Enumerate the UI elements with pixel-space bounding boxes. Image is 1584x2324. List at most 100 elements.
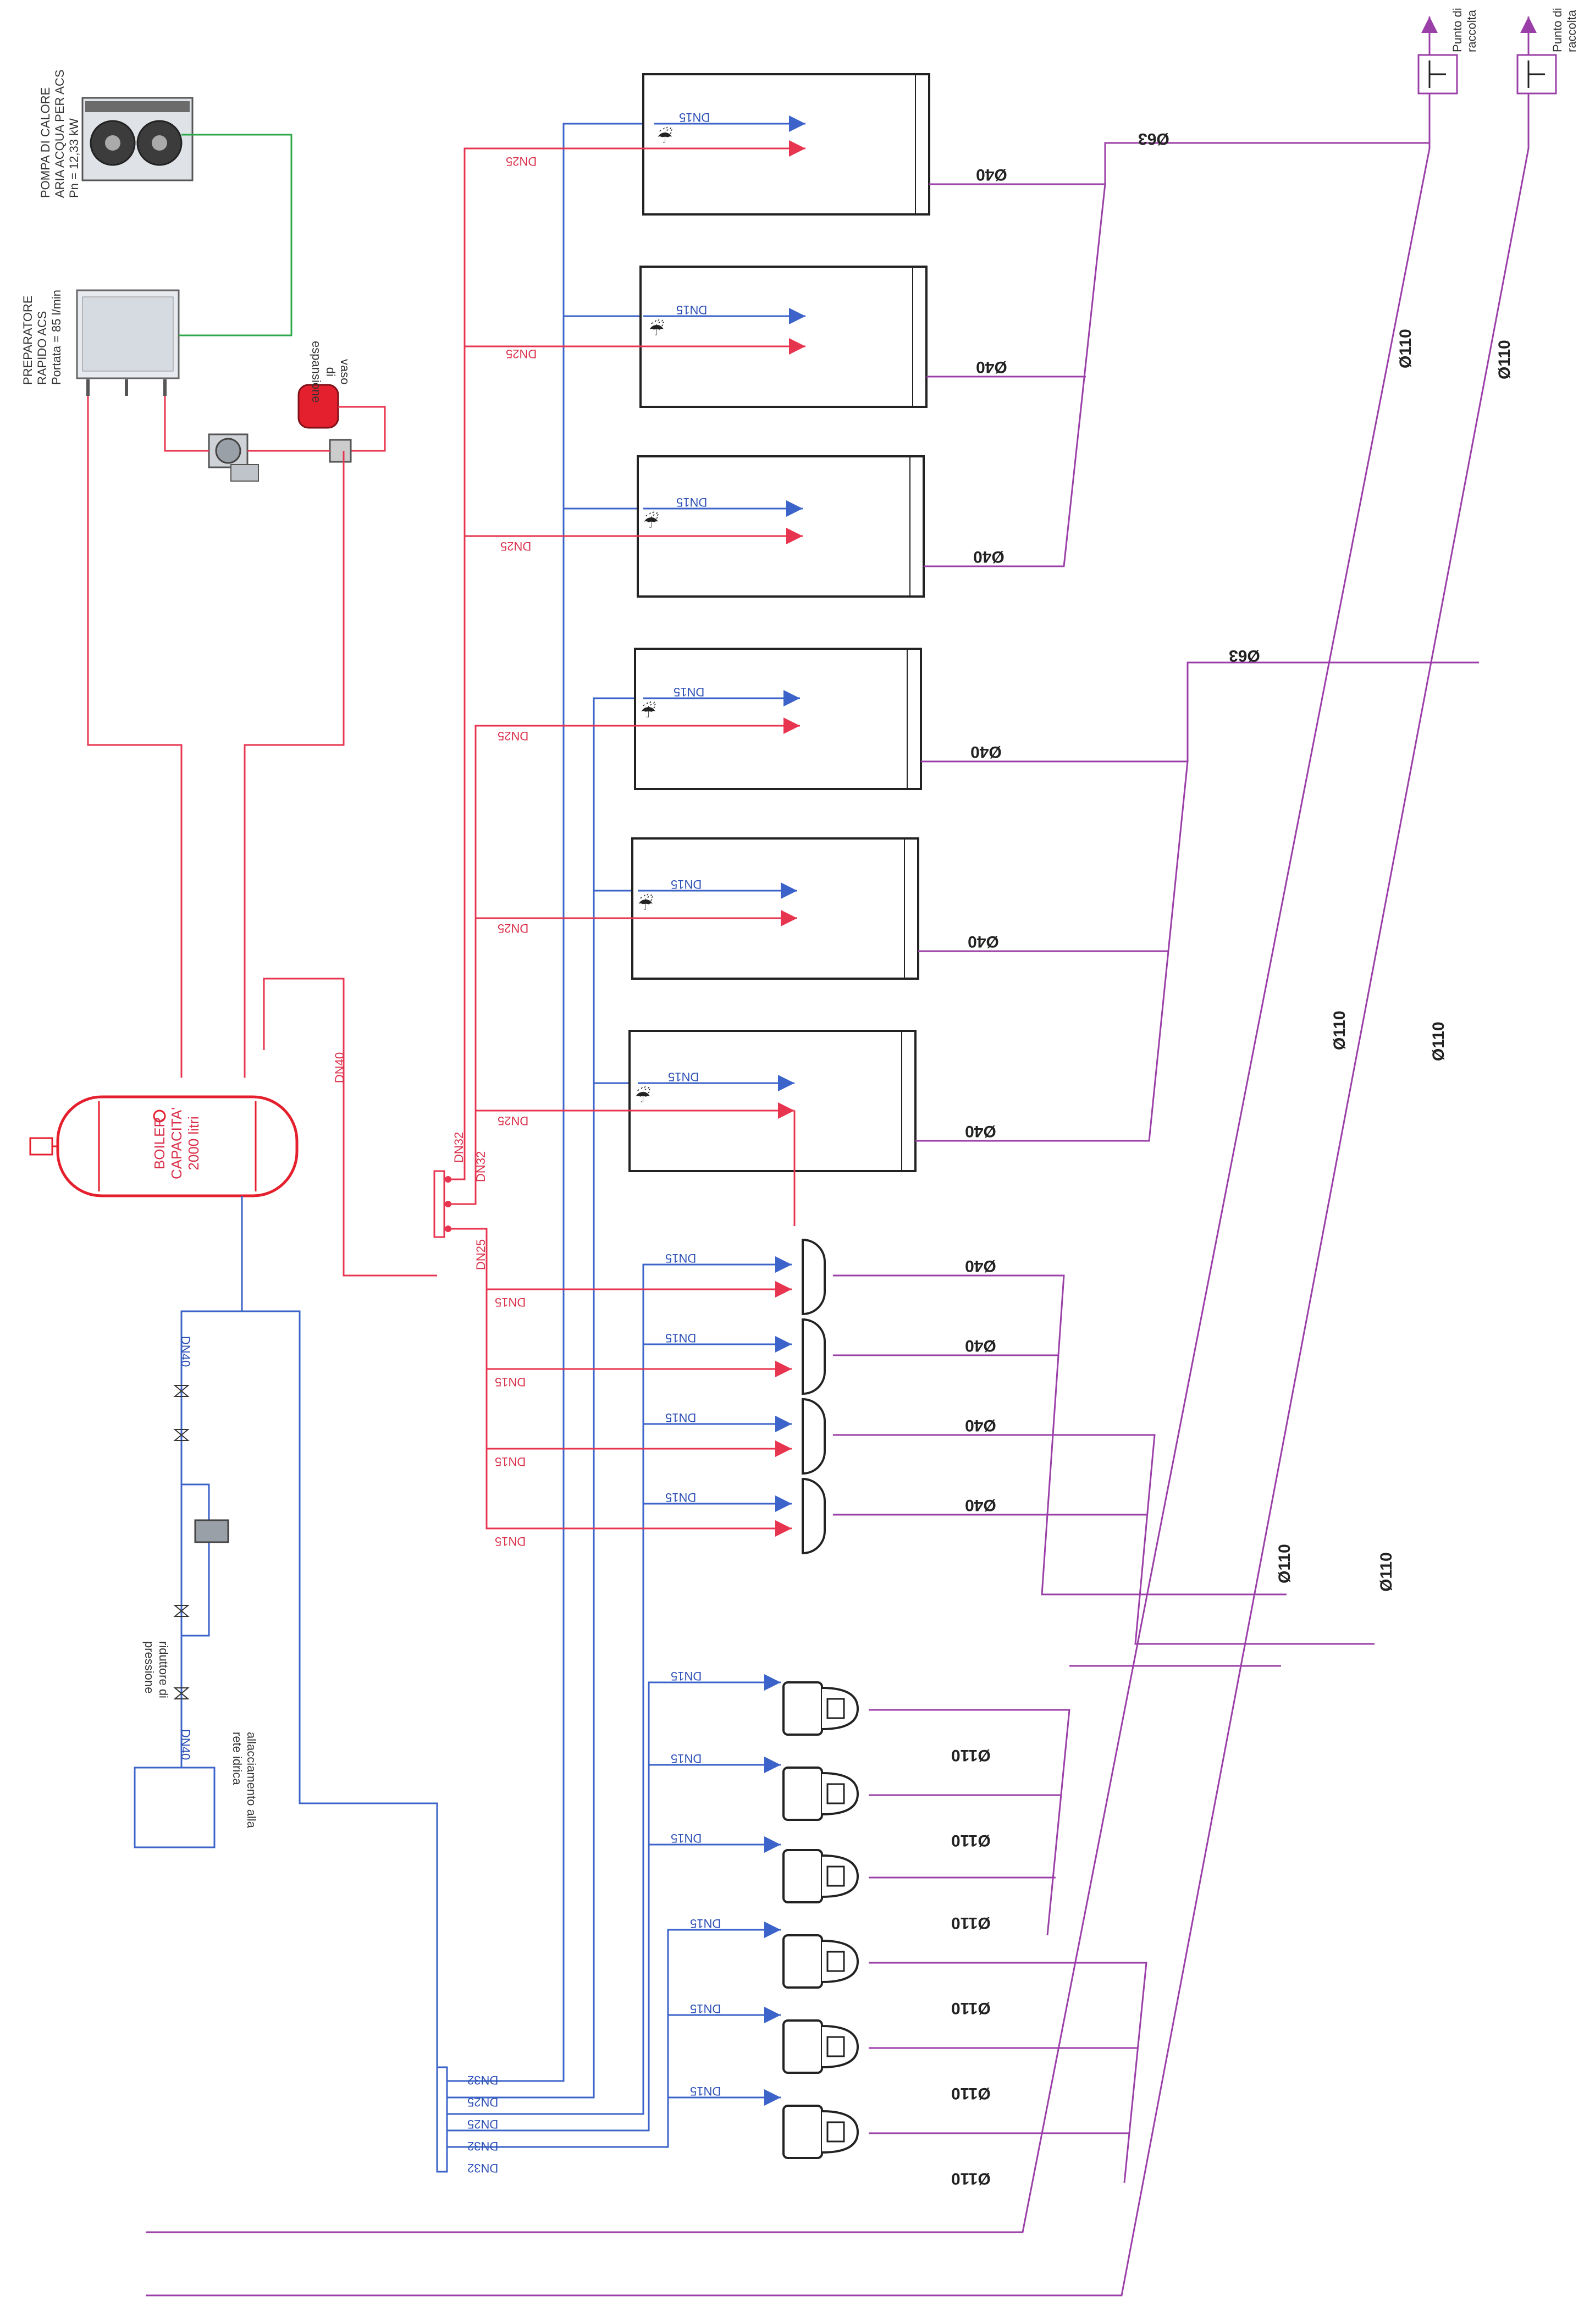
boiler-label: BOILER CAPACITA' 2000 litri [151,1107,202,1179]
pipe-label-dn15: DN15 [665,1411,697,1425]
wc-toilet [728,2007,859,2074]
pipe-label-dn15: DN15 [690,1917,721,1930]
pipe-label-dn25: DN25 [467,2095,499,2109]
water-mains-box [134,1767,216,1848]
drain-label-d110: Ø110 [951,2170,991,2188]
pipe-label-dn32: DN32 [452,1131,466,1163]
washbasin [495,1398,826,1475]
water-heater-preparer [76,289,180,396]
drain-label-d40: Ø40 [970,743,1002,761]
wc-toilet [728,2089,859,2159]
drain-label-d40: Ø40 [968,932,999,951]
heat-pump-unit [81,97,194,181]
pipe-label-dn25: DN25 [498,921,529,935]
pipe-label-dn15: DN15 [676,495,708,509]
pipe-label-dn15: DN15 [495,1534,526,1548]
valve-group-icon [329,439,352,463]
drain-label-d63: Ø63 [1138,130,1169,148]
pressure-reducer-label-line1: riduttore di [157,1641,170,1698]
collection-point-label-1: Punto di raccolta [1450,8,1479,52]
drain-label-d110: Ø110 [1495,340,1514,379]
shower-module: ☔ [481,73,930,216]
wc-toilet [728,1757,859,1821]
preparer-label-line2: RAPIDO ACS [35,311,49,385]
water-connection-label: allacciamento alla rete idrica [230,1732,258,1828]
drain-label-d110: Ø110 [951,1831,991,1850]
svg-text:☔: ☔ [638,893,654,914]
shower-module: ☔ [481,455,925,598]
shower-module: ☔ [481,266,928,408]
drain-label-d63: Ø63 [1229,647,1260,665]
pipe-label-dn25: DN25 [506,347,537,361]
heat-pump-label-line3: Pn = 12,33 kW [67,118,81,198]
wc-toilet [728,1674,859,1736]
wc-toilet [728,1922,859,1989]
drain-label-d110: Ø110 [951,1746,991,1764]
pipe-label-dn25: DN25 [474,1239,488,1270]
pipe-label-dn15: DN15 [665,1491,697,1504]
boiler-label-line1: BOILER [151,1117,168,1170]
pipe-label-dn15: DN15 [495,1375,526,1389]
pipe-label-dn25: DN25 [498,729,529,743]
drain-label-d40: Ø40 [965,1337,996,1355]
pipe-label-dn15: DN15 [671,877,702,891]
shower-module: ☔ [492,1030,917,1226]
pipe-label-dn15: DN15 [495,1295,526,1309]
drain-label-d40: Ø40 [965,1257,996,1275]
pipe-label-dn40: DN40 [333,1052,346,1083]
pressure-reducer-assembly [173,1385,229,1699]
drain-label-d110: Ø110 [1331,1011,1349,1050]
cold-distribution-line [242,1310,438,2067]
collection-point-label-2: Punto di raccolta [1550,8,1579,52]
pipe-label-dn32: DN32 [467,2161,499,2175]
drain-label-d110: Ø110 [951,1914,991,1932]
drain-label-d40: Ø40 [965,1496,996,1514]
pipe-label-dn15: DN15 [671,1669,702,1683]
pipe-label-dn15: DN15 [665,1331,697,1345]
drain-label-d110: Ø110 [1276,1544,1294,1583]
pipe-label-dn15: DN15 [690,2002,721,2016]
expansion-vessel-label: vaso di espansione [309,341,352,403]
pipe-label-dn15: DN15 [671,1752,702,1765]
wc-toilet [728,1836,859,1903]
hot-return-boiler-to-preparer [244,451,345,1078]
drain-label-d40: Ø40 [965,1416,996,1434]
washbasin [495,1238,826,1316]
pipe-label-dn15: DN15 [665,1251,697,1265]
drain-label-d110: Ø110 [1377,1552,1395,1592]
expansion-vessel-label-line2: di [324,367,338,377]
boiler-label-line3: 2000 litri [185,1116,202,1171]
drain-label-d40: Ø40 [973,548,1005,566]
pipe-label-dn15: DN15 [676,303,708,317]
pipe-label-dn15: DN15 [674,685,705,699]
collection-point [1516,16,1557,95]
pipe-label-dn25: DN25 [467,2117,499,2131]
pipe-label-dn15: DN15 [679,111,710,124]
drain-label-d110: Ø110 [1430,1022,1448,1061]
svg-text:☔: ☔ [649,319,665,340]
pipe-label-dn25: DN25 [498,1114,529,1128]
hot-feed-preparer-to-boiler [87,396,183,1078]
drain-label-d110: Ø110 [951,1999,991,2017]
pipe-label-dn15: DN15 [668,1070,699,1084]
preparer-label-line1: PREPARATORE [21,295,35,385]
pipe-label-dn32: DN32 [467,2073,499,2087]
drain-label-d40: Ø40 [965,1122,996,1140]
pipe-label-dn25: DN25 [500,539,532,553]
pressure-reducer-label: riduttore di pressione [142,1641,170,1698]
pressure-reducer-label-line2: pressione [142,1641,156,1694]
pipe-label-dn32: DN32 [474,1151,488,1182]
heat-pump-label-line1: POMPA DI CALORE [38,87,52,198]
washbasin [495,1477,826,1555]
shower-module: ☔ [492,648,922,790]
collection-point [1417,16,1458,95]
heat-pump-circuit [179,134,292,336]
svg-text:☔: ☔ [657,126,673,147]
boiler-tank [56,1095,299,1197]
collection-point-label-1-line1: Punto di [1450,8,1464,52]
pipe-label-dn40: DN40 [179,1336,192,1367]
pipe-label-dn15: DN15 [671,1831,702,1845]
pipe-label-dn40: DN40 [179,1729,192,1760]
collection-point-label-2-line2: raccolta [1565,9,1579,52]
